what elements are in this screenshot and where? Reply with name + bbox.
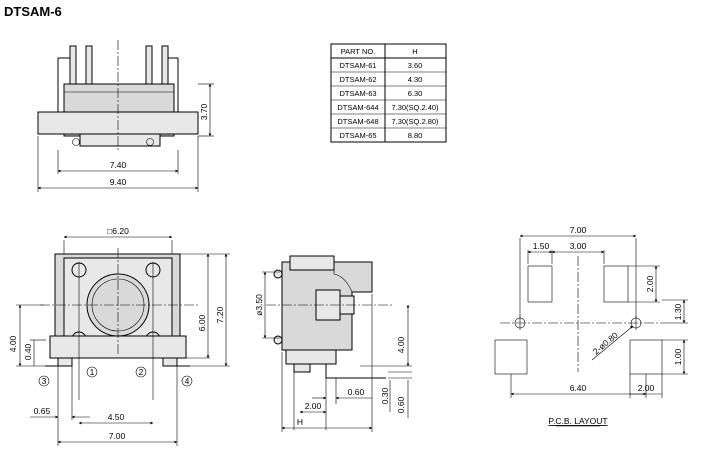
front-dim-pin-height: 4.00 (8, 335, 18, 352)
front-dim-pin-pitch: 4.50 (108, 412, 125, 422)
pin-label: 3 (42, 376, 47, 386)
front-dim-pin-offset: 0.40 (23, 343, 33, 360)
pin-label: 4 (185, 376, 190, 386)
side-dim-dia: ø3.50 (254, 294, 264, 316)
table-cell: DTSAM-644 (337, 103, 378, 112)
side-dim-lead-c: 0.30 (380, 387, 390, 404)
table-header-part: PART NO. (341, 47, 376, 56)
pcb-dim-span: 6.40 (570, 383, 587, 393)
pcb-layout: 7.00 1.50 3.00 2-ø0.80 2.00 1.30 (494, 225, 688, 427)
table-cell: 7.30(SQ.2.80) (391, 117, 439, 126)
table-cell: DTSAM-648 (337, 117, 378, 126)
table-cell: DTSAM-62 (339, 75, 376, 84)
top-view: 3.70 7.40 9.40 (37, 40, 214, 192)
table-cell: DTSAM-63 (339, 89, 376, 98)
pin-label: 2 (139, 367, 144, 377)
table-cell: 6.30 (408, 89, 423, 98)
side-dim-height: 4.00 (396, 336, 406, 353)
side-dim-H: H (297, 417, 303, 427)
side-dim-lead-b: 2.00 (305, 401, 322, 411)
pcb-dim-pad-lower: 1.00 (673, 348, 683, 365)
table-header-h: H (412, 47, 417, 56)
pcb-dim-hole-offset: 1.30 (673, 303, 683, 320)
pcb-dim-width: 7.00 (570, 225, 587, 235)
page-title: DTSAM-6 (4, 4, 62, 19)
front-dim-square: □6.20 (107, 226, 129, 236)
pcb-dim-hole-dia: 2-ø0.80 (591, 330, 620, 357)
part-table: PART NO. H DTSAM-61 3.60 DTSAM-62 4.30 D… (330, 43, 447, 143)
table-cell: 4.30 (408, 75, 423, 84)
front-dim-width: 7.00 (109, 431, 126, 441)
pcb-dim-pad-height: 2.00 (645, 275, 655, 292)
side-dim-lead-d: 0.60 (396, 396, 406, 413)
top-dim-outer-width: 9.40 (110, 177, 127, 187)
pin-label: 1 (90, 367, 95, 377)
table-cell: 8.80 (408, 131, 423, 140)
front-view: □6.20 6.00 7.20 4.00 (8, 226, 230, 446)
table-cell: 7.30(SQ.2.40) (391, 103, 439, 112)
front-dim-pin-edge: 0.65 (34, 406, 51, 416)
table-cell: DTSAM-61 (339, 61, 376, 70)
table-cell: 3.60 (408, 61, 423, 70)
pcb-dim-pad-offset: 1.50 (533, 241, 550, 251)
front-dim-height-b: 7.20 (215, 306, 225, 323)
pcb-dim-pad-gap: 3.00 (570, 241, 587, 251)
pcb-dim-pad-width: 2.00 (638, 383, 655, 393)
front-dim-height-a: 6.00 (197, 314, 207, 331)
top-dim-inner-width: 7.40 (110, 160, 127, 170)
table-cell: DTSAM-65 (339, 131, 376, 140)
pcb-caption: P.C.B. LAYOUT (548, 416, 607, 426)
top-dim-height: 3.70 (199, 103, 209, 120)
side-dim-lead-a: 0.60 (348, 387, 365, 397)
side-view: ø3.50 4.00 0.60 0.30 2.00 0.60 H (254, 255, 412, 432)
